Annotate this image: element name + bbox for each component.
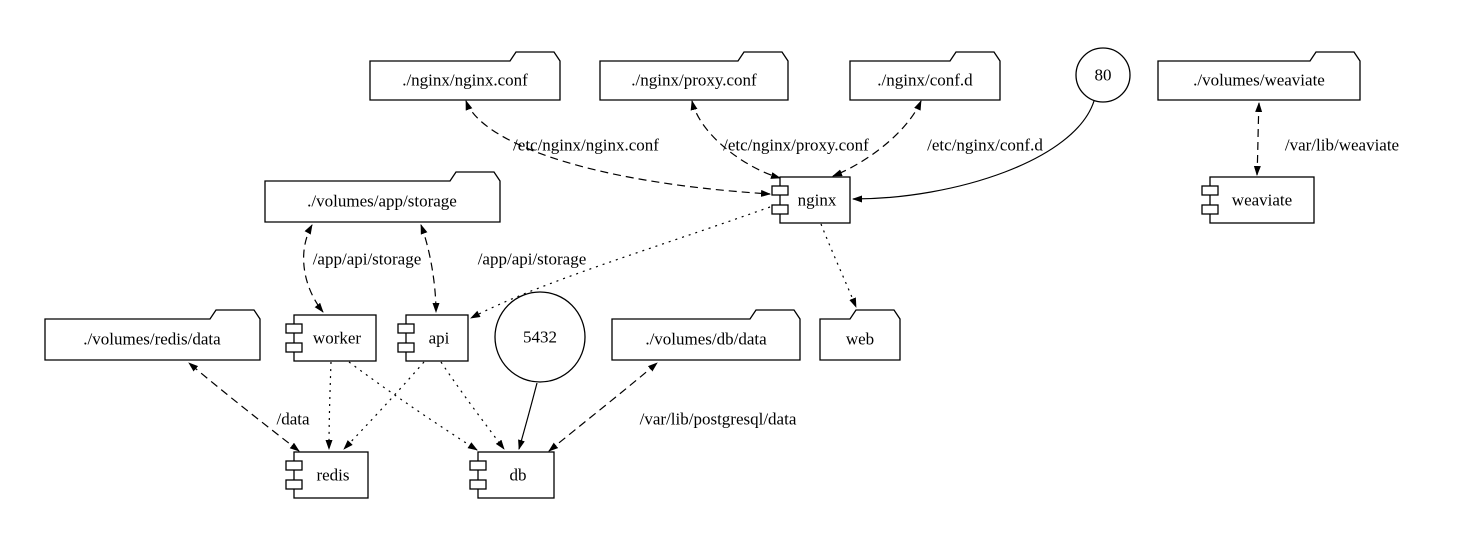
folder-icon (369, 51, 561, 101)
folder-icon (599, 51, 789, 101)
component-tab-icon (771, 185, 789, 196)
node-proxy-conf-file: ./nginx/proxy.conf (599, 51, 789, 101)
node-label: ./nginx/nginx.conf (402, 71, 528, 90)
edge-label-nginx-conf-mount: /etc/nginx/nginx.conf (513, 136, 659, 155)
edge-label-weaviate-mount: /var/lib/weaviate (1285, 136, 1399, 155)
edge-worker-db (348, 361, 478, 451)
node-label: 5432 (523, 328, 557, 347)
node-label: redis (316, 466, 349, 485)
node-volumes-weaviate: ./volumes/weaviate (1157, 51, 1361, 101)
node-label: ./volumes/redis/data (83, 330, 221, 349)
folder-icon (1157, 51, 1361, 101)
edge-label-conf-d-mount: /etc/nginx/conf.d (927, 136, 1043, 155)
edge-nginx-nginxconf (465, 100, 771, 197)
edge-nginx-api (470, 206, 771, 319)
node-label: api (429, 329, 450, 348)
node-worker: worker (285, 314, 377, 362)
node-label: worker (313, 329, 361, 348)
edge-weaviate-volume (1253, 102, 1263, 176)
edge-worker-storage (303, 224, 324, 313)
component-box (405, 314, 469, 362)
edge-nginx-web (820, 223, 857, 308)
component-tab-icon (285, 342, 303, 353)
component-tab-icon (469, 460, 487, 471)
edge-nginx-proxyconf (690, 100, 781, 179)
node-label: ./volumes/weaviate (1193, 71, 1325, 90)
component-tab-icon (469, 479, 487, 490)
component-tab-icon (285, 479, 303, 490)
edge-api-redis (343, 361, 425, 450)
node-redis: redis (285, 451, 369, 499)
node-label: ./volumes/app/storage (307, 192, 457, 211)
node-api: api (397, 314, 469, 362)
folder-icon (611, 309, 801, 361)
component-tab-icon (397, 342, 415, 353)
node-label: web (846, 330, 874, 349)
node-port-80: 80 (1075, 47, 1131, 103)
component-tab-icon (1201, 185, 1219, 196)
component-tab-icon (285, 323, 303, 334)
node-volumes-redis-data: ./volumes/redis/data (44, 309, 261, 361)
node-label: ./volumes/db/data (645, 330, 767, 349)
nodes-layer: ./nginx/nginx.conf ./nginx/proxy.conf ./… (44, 47, 1361, 499)
edge-port80-nginx (852, 100, 1095, 203)
node-db: db (469, 451, 555, 499)
component-box (293, 451, 369, 499)
edge-label-worker-storage-mount: /app/api/storage (313, 250, 422, 269)
port-circle-icon (1075, 47, 1131, 103)
edge-redis-volume (188, 362, 300, 452)
node-volumes-app-storage: ./volumes/app/storage (264, 171, 501, 223)
edge-label-db-mount: /var/lib/postgresql/data (640, 410, 797, 429)
node-label: ./nginx/conf.d (877, 71, 973, 90)
folder-icon (819, 309, 901, 361)
node-volumes-db-data: ./volumes/db/data (611, 309, 801, 361)
edge-api-db (440, 361, 505, 450)
node-label: weaviate (1232, 191, 1292, 210)
node-web: web (819, 309, 901, 361)
component-tab-icon (397, 323, 415, 334)
node-weaviate: weaviate (1201, 176, 1315, 224)
node-conf-d-dir: ./nginx/conf.d (849, 51, 1001, 101)
component-box (477, 451, 555, 499)
port-circle-icon (494, 291, 586, 383)
folder-icon (849, 51, 1001, 101)
component-tab-icon (285, 460, 303, 471)
edge-label-redis-mount: /data (276, 410, 309, 429)
edge-label-api-storage-mount: /app/api/storage (478, 250, 587, 269)
node-nginx-conf-file: ./nginx/nginx.conf (369, 51, 561, 101)
component-box (1209, 176, 1315, 224)
edge-label-proxy-conf-mount: /etc/nginx/proxy.conf (723, 136, 869, 155)
edge-api-storage (420, 224, 440, 313)
edges-layer (188, 100, 1263, 452)
edge-worker-redis (325, 361, 333, 450)
node-label: nginx (798, 191, 837, 210)
folder-icon (44, 309, 261, 361)
edge-port5432-db (518, 382, 538, 450)
node-port-5432: 5432 (494, 291, 586, 383)
node-label: 80 (1095, 66, 1112, 85)
node-nginx: nginx (771, 176, 851, 224)
component-box (293, 314, 377, 362)
node-label: db (510, 466, 527, 485)
edge-labels-layer: /etc/nginx/nginx.conf /etc/nginx/proxy.c… (276, 136, 1399, 429)
component-tab-icon (1201, 204, 1219, 215)
component-box (779, 176, 851, 224)
component-tab-icon (771, 204, 789, 215)
edge-nginx-confd (832, 100, 922, 177)
folder-icon (264, 171, 501, 223)
node-label: ./nginx/proxy.conf (631, 71, 757, 90)
edge-db-volume (548, 362, 658, 452)
